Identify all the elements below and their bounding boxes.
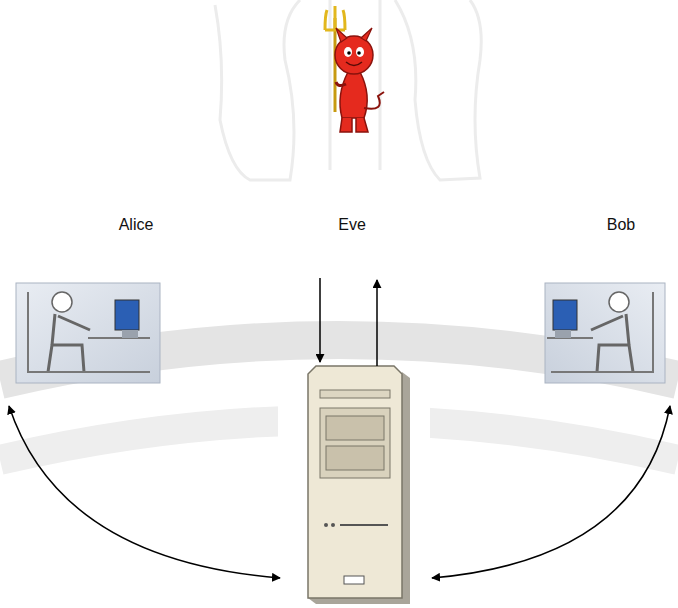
- trident-head: [325, 6, 345, 30]
- monitor: [115, 300, 139, 330]
- drive-slot: [326, 416, 384, 440]
- down-arrow: [319, 278, 321, 362]
- devil-body: [340, 72, 367, 118]
- arrow-line: [432, 406, 670, 578]
- drive-bay: [320, 408, 390, 478]
- drive-slot: [326, 446, 384, 470]
- person-head: [52, 292, 72, 312]
- power-led: [324, 523, 328, 527]
- desk: [88, 337, 150, 339]
- devil-smile: [346, 62, 362, 66]
- drive-bay: [320, 390, 390, 398]
- floppy-slot: [340, 524, 388, 526]
- monitor-stand: [122, 330, 138, 338]
- name-label: Eve: [305, 207, 399, 243]
- workstation-icon: [16, 283, 160, 383]
- devil-pupil: [357, 51, 361, 55]
- name-label: Bob: [582, 207, 660, 243]
- devil-eye: [344, 47, 352, 57]
- double-arrow: [9, 406, 280, 578]
- icon-background: [545, 283, 665, 383]
- devil-legs: [340, 118, 368, 132]
- up-arrow: [376, 280, 378, 366]
- person-head: [609, 292, 629, 312]
- arrows: [9, 278, 670, 578]
- devil-tail: [364, 92, 384, 109]
- workstation-icon: [545, 283, 665, 383]
- devil-horns: [336, 28, 372, 42]
- person-body: [48, 314, 90, 372]
- label-text: Alice: [119, 216, 154, 234]
- icon-background: [16, 283, 160, 383]
- server-background: [278, 362, 430, 608]
- power-button: [344, 576, 364, 584]
- watermark-figure: [330, 0, 380, 170]
- monitor-stand: [555, 330, 571, 338]
- watermark-figure: [215, 0, 300, 180]
- power-led: [331, 523, 335, 527]
- trident-shaft: [334, 18, 337, 112]
- watermark: [0, 0, 678, 460]
- devil-arm: [336, 82, 346, 86]
- monitor: [553, 300, 577, 330]
- name-label: Alice: [93, 207, 179, 243]
- devil-eye: [356, 47, 364, 57]
- desk-chair: [28, 292, 150, 372]
- watermark-figure: [395, 0, 481, 180]
- label-text: Eve: [338, 216, 366, 234]
- devil-pupil: [347, 51, 351, 55]
- desk-chair: [551, 292, 653, 372]
- label-text: Bob: [607, 216, 635, 234]
- person-body: [591, 314, 633, 372]
- server-icon: [278, 362, 430, 608]
- server-case: [308, 366, 402, 598]
- devil-figure: [325, 6, 384, 132]
